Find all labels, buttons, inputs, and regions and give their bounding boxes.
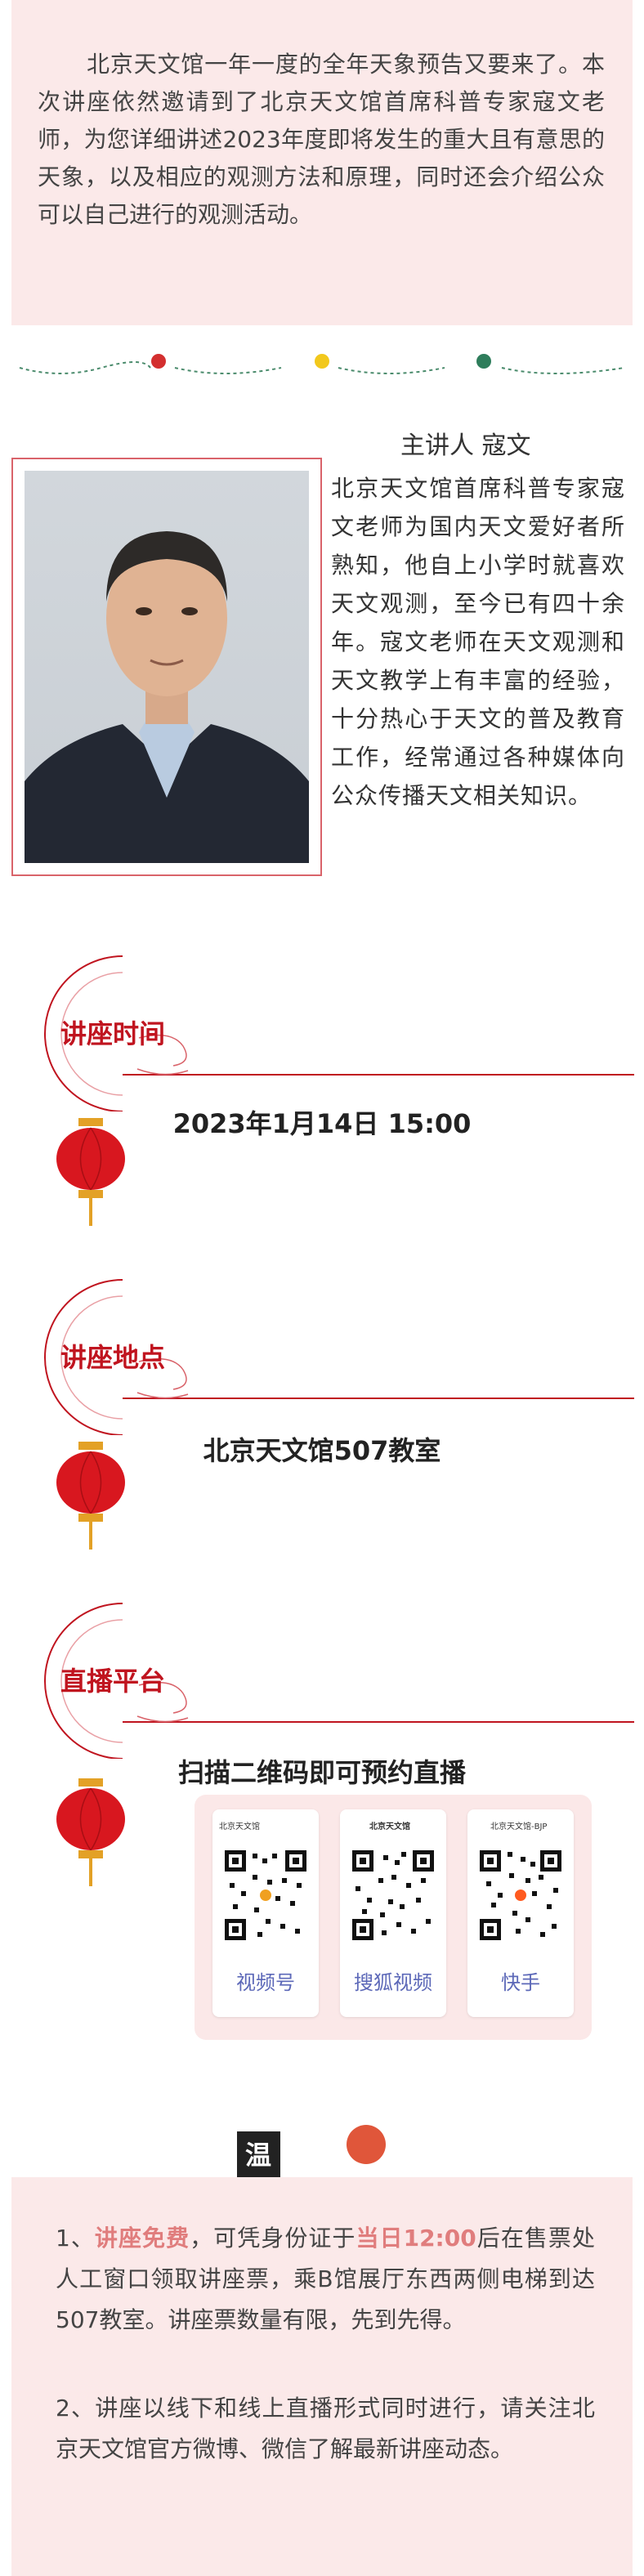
tips-highlight-free: 讲座免费 bbox=[94, 2225, 190, 2252]
lantern-icon bbox=[56, 1442, 125, 1550]
tips-paragraph-2: 2、讲座以线下和线上直播形式同时进行，请关注北京天文馆官方微博、微信了解最新讲座… bbox=[56, 2395, 595, 2462]
qr-card-header: 北京天文馆 bbox=[219, 1822, 260, 1831]
section-time-value: 2023年1月14日 15:00 bbox=[172, 1108, 472, 1139]
section-arc bbox=[44, 1279, 634, 1435]
tips-text: 1、 bbox=[56, 2225, 95, 2252]
qr-code-icon bbox=[225, 1850, 306, 1940]
section-place: 讲座地点 北京天文馆507教室 bbox=[0, 1272, 644, 1582]
speaker-bio: 北京天文馆首席科普专家寇文老师为国内天文爱好者所熟知，他自上小学时就喜欢天文观测… bbox=[331, 475, 625, 809]
qr-card-header: 北京天文馆-BJP bbox=[490, 1822, 548, 1831]
speaker-title: 主讲人 寇文 bbox=[400, 432, 531, 460]
speaker-photo-frame bbox=[11, 458, 322, 876]
qr-card-header: 北京天文馆 bbox=[369, 1822, 410, 1831]
section-time: 讲座时间 2023年1月14日 15:00 bbox=[0, 948, 644, 1259]
tips-text: ，可凭身份证于 bbox=[190, 2225, 356, 2252]
qr-card-sohu[interactable]: 北京天文馆 搜狐视频 bbox=[340, 1809, 446, 2017]
lantern-icon bbox=[56, 1778, 125, 1886]
tips-paragraph-1: 1、讲座免费，可凭身份证于当日12:00后在售票处人工窗口领取讲座票，乘B馆展厅… bbox=[56, 2218, 595, 2341]
qr-card-kuaishou[interactable]: 北京天文馆-BJP 快手 bbox=[467, 1809, 574, 2017]
section-arc bbox=[44, 1603, 634, 1759]
qr-card-label: 视频号 bbox=[236, 1971, 295, 1994]
qr-code-icon bbox=[352, 1850, 434, 1940]
intro-text: 北京天文馆一年一度的全年天象预告又要来了。本次讲座依然邀请到了北京天文馆首席科普… bbox=[38, 51, 605, 228]
speaker-photo bbox=[25, 471, 309, 863]
qr-card-label: 快手 bbox=[501, 1971, 540, 1994]
tips-highlight-time: 当日12:00 bbox=[356, 2225, 476, 2252]
tips-text: 后在售票处人工窗口领取讲座票，乘B馆展厅东西两侧电梯到达507教室。讲座票数量有… bbox=[56, 2225, 595, 2333]
qr-panel: 北京天文馆 视频号 北京天文馆 搜狐视频 北京天文馆-BJP 快手 bbox=[195, 1795, 592, 2040]
section-place-title: 讲座地点 bbox=[60, 1342, 166, 1373]
decorative-divider bbox=[11, 343, 633, 392]
section-arc bbox=[44, 955, 634, 1111]
qr-title: 扫描二维码即可预约直播 bbox=[177, 1757, 466, 1788]
qr-code-icon bbox=[480, 1850, 561, 1940]
qr-card-shipinhao[interactable]: 北京天文馆 视频号 bbox=[212, 1809, 319, 2017]
tips-decor-icon bbox=[347, 2125, 386, 2164]
section-time-title: 讲座时间 bbox=[60, 1018, 166, 1049]
section-platform: 直播平台 bbox=[0, 1595, 644, 1906]
tips-panel: 1、讲座免费，可凭身份证于当日12:00后在售票处人工窗口领取讲座票，乘B馆展厅… bbox=[11, 2177, 633, 2576]
intro-panel: 北京天文馆一年一度的全年天象预告又要来了。本次讲座依然邀请到了北京天文馆首席科普… bbox=[11, 0, 633, 325]
lantern-icon bbox=[56, 1118, 125, 1226]
qr-card-label: 搜狐视频 bbox=[354, 1971, 432, 1994]
section-place-value: 北京天文馆507教室 bbox=[203, 1435, 441, 1466]
section-platform-title: 直播平台 bbox=[60, 1666, 166, 1697]
